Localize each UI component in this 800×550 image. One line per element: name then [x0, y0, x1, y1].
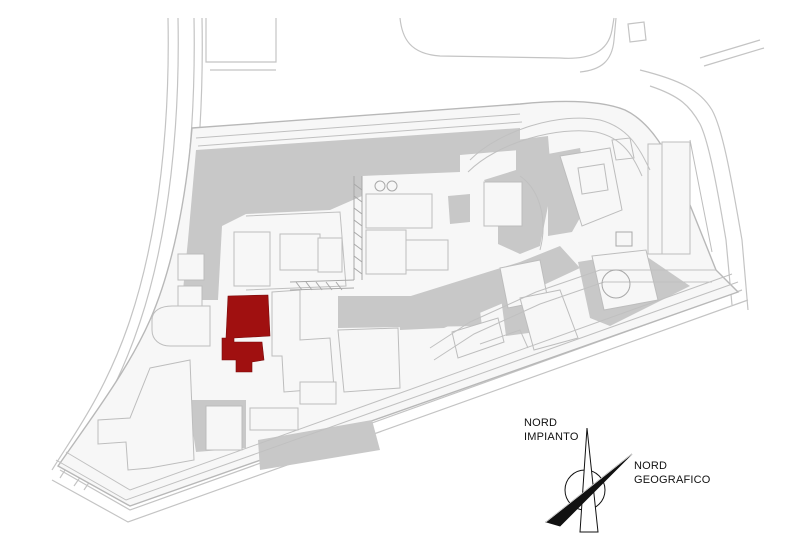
internal-roads: [55, 117, 739, 501]
highlighted-building: [221, 294, 271, 373]
north-impianto-label-line2: IMPIANTO: [524, 431, 579, 443]
conveyor-structures: [289, 176, 633, 299]
north-impianto-arrow: [579, 427, 599, 533]
buildings: [97, 137, 713, 471]
north-geografico-label-line2: GEOGRAFICO: [634, 474, 711, 486]
north-compass: NORD IMPIANTO NORD GEOGRAFICO: [524, 417, 711, 533]
north-impianto-label-line1: NORD: [524, 417, 557, 429]
outer-roads: [51, 17, 765, 523]
north-geografico-label-line1: NORD: [634, 460, 667, 472]
